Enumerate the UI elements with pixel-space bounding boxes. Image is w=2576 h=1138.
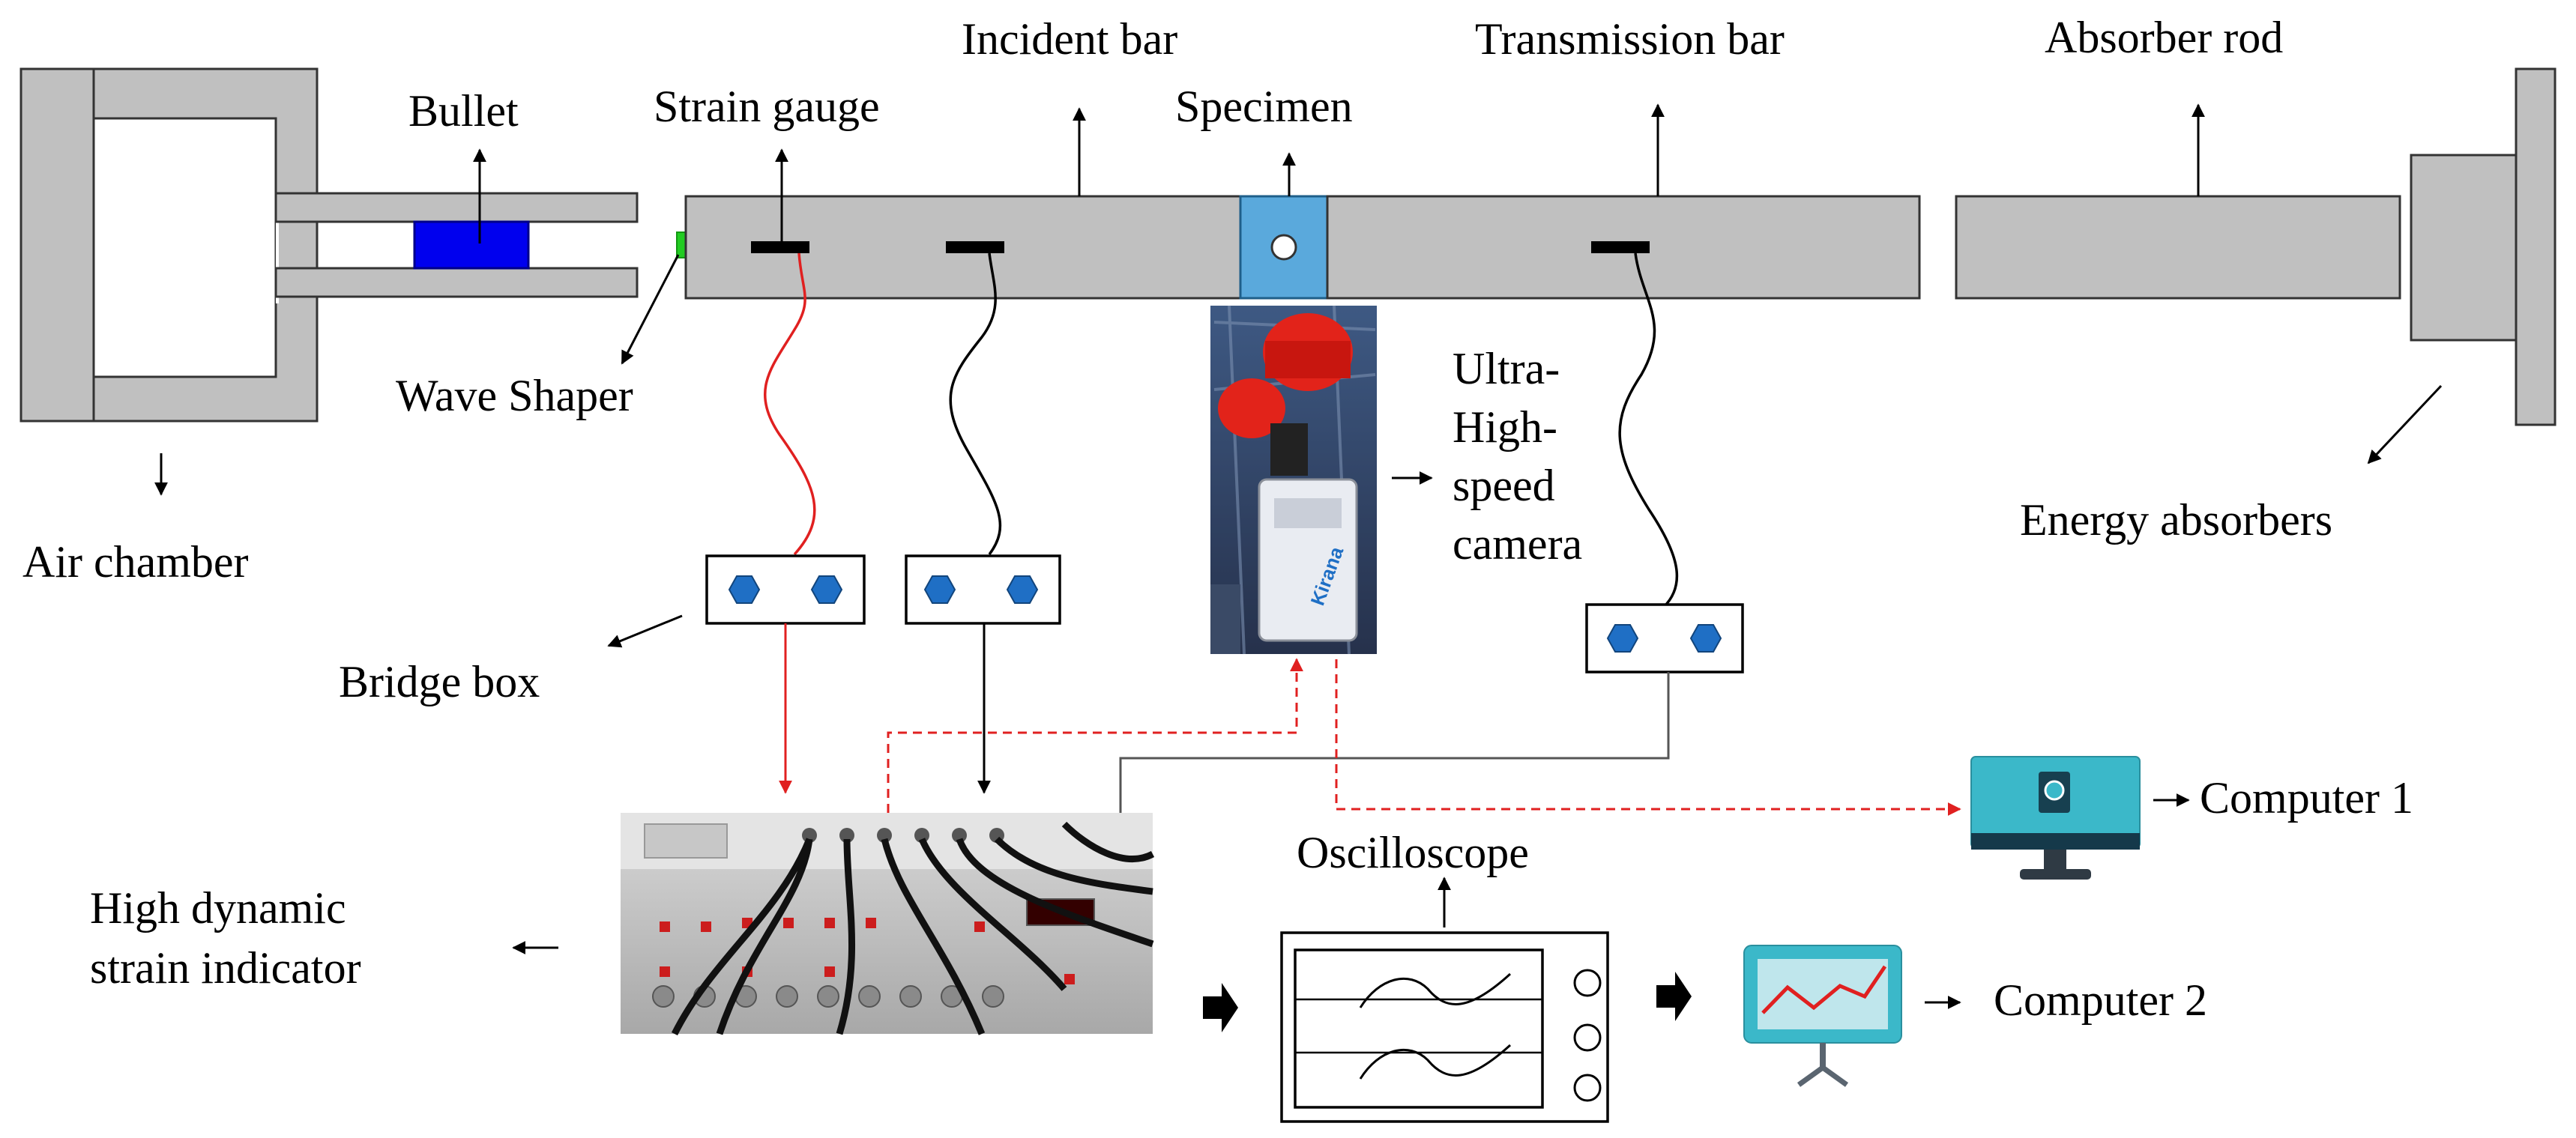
bridge-box-label-arrow	[607, 614, 683, 648]
block-arrow-1	[1203, 983, 1238, 1032]
energy-absorbers-label-arrow	[2367, 384, 2443, 464]
label-energy-absorbers: Energy absorbers	[2020, 495, 2332, 545]
label-specimen: Specimen	[1175, 82, 1353, 131]
label-bridge-box: Bridge box	[339, 657, 540, 706]
wave-shaper-label-arrow	[621, 254, 680, 365]
strain-indicator-photo	[621, 813, 1155, 1036]
bridge-box-1	[705, 554, 866, 625]
label-wave-shaper: Wave Shaper	[396, 371, 633, 420]
computer-1-icon	[1970, 756, 2141, 880]
label-absorber-rod: Absorber rod	[2045, 13, 2283, 62]
ultra-high-speed-camera-photo: Kirana	[1210, 305, 1377, 655]
energy-absorbers	[2410, 67, 2557, 426]
absorber-rod	[1955, 195, 2401, 300]
label-strain-gauge: Strain gauge	[654, 82, 880, 131]
label-camera-line1: Ultra-	[1453, 344, 1560, 393]
oscilloscope	[1280, 931, 1609, 1123]
specimen	[1239, 195, 1329, 300]
trigger-dashed-line	[887, 658, 1303, 813]
label-computer-1: Computer 1	[2200, 773, 2413, 823]
label-air-chamber: Air chamber	[22, 537, 249, 587]
strain-gauge-2	[946, 241, 1004, 253]
computer-2-icon	[1743, 945, 1902, 1087]
gauge-wire-black-2	[1618, 252, 1679, 608]
air-chamber	[19, 67, 319, 423]
label-oscilloscope: Oscilloscope	[1297, 828, 1529, 877]
wave-shaper	[676, 231, 687, 258]
label-computer-2: Computer 2	[1994, 975, 2207, 1025]
transmission-signal-line	[1119, 672, 1670, 813]
strain-gauge-1	[751, 241, 809, 253]
block-arrow-2	[1656, 972, 1692, 1021]
bullet	[413, 220, 530, 270]
bridge-box-3	[1585, 603, 1744, 674]
label-transmission-bar: Transmission bar	[1475, 14, 1785, 64]
label-bullet: Bullet	[408, 86, 519, 136]
label-incident-bar: Incident bar	[962, 14, 1177, 64]
gauge-wire-red	[763, 252, 816, 556]
launch-tube	[274, 192, 639, 298]
label-camera-line4: camera	[1453, 519, 1582, 569]
camera-to-computer-dashed-line	[1335, 659, 1961, 816]
strain-gauge-3	[1591, 241, 1650, 253]
gauge-wire-black-1	[949, 252, 1002, 556]
label-camera-line3: speed	[1453, 461, 1555, 510]
label-camera-line2: High-	[1453, 402, 1557, 452]
label-strain-indicator-line1: High dynamic	[90, 883, 346, 933]
label-strain-indicator-line2: strain indicator	[90, 943, 361, 993]
bridge-box-2	[905, 554, 1061, 625]
